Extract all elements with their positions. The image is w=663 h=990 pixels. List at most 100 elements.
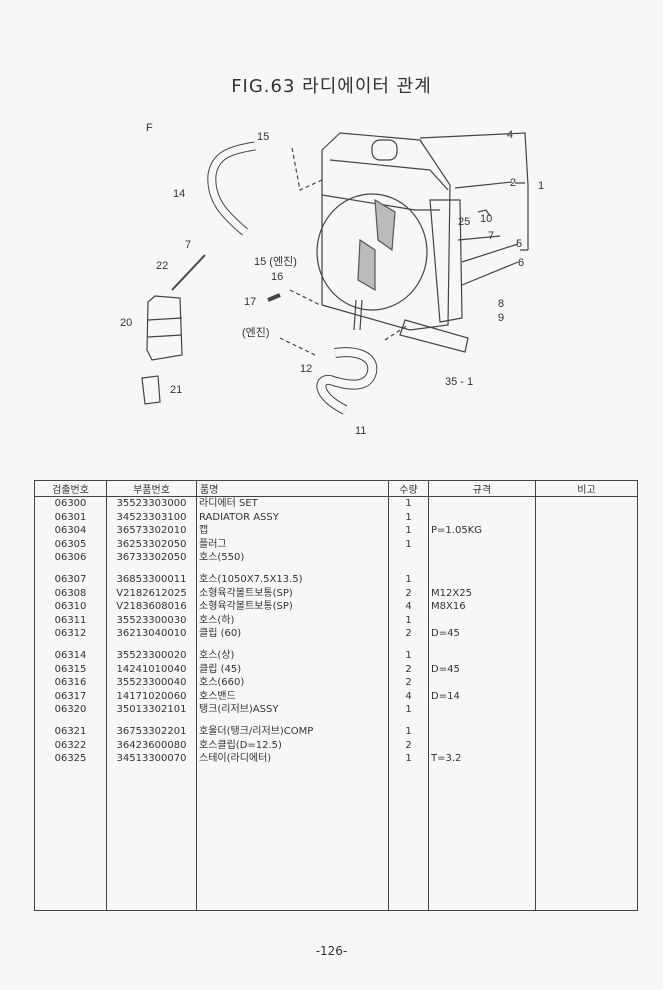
cell-qty: 1 [388,510,429,525]
cell-no: 06325 [34,752,107,766]
callout-10: 10 [480,213,492,225]
cell-spec: D=45 [428,627,536,641]
cell-spec [428,648,536,663]
callout-16: 16 [271,271,283,283]
cell-no: 06317 [34,689,107,704]
cell-name: RADIATOR ASSY [196,510,389,525]
cell-name: 소형육각볼트보통(SP) [196,600,389,614]
cell-remarks [535,703,638,717]
cell-part: 35523300040 [106,676,197,690]
header-qty: 수량 [388,480,429,497]
spacer-cell [428,564,536,573]
cell-remarks [535,524,638,538]
cell-qty: 1 [388,648,429,663]
figure-title: FIG.63 라디에이터 관계 [231,76,432,97]
cell-remarks [535,600,638,614]
cell-part: 35523300020 [106,648,197,663]
spacer-cell [196,640,389,649]
spacer-cell [535,640,638,649]
cell-no: 06305 [34,537,107,552]
cell-part: 36573302010 [106,524,197,538]
cell-name: 플러그 [196,537,389,552]
cell-remarks [535,676,638,690]
cell-part: 36853300011 [106,572,197,587]
radiator-cap-drawing [371,139,398,161]
cell-qty: 1 [388,724,429,739]
callout-22: 22 [156,260,168,272]
cell-spec: P=1.05KG [428,524,536,538]
cell-spec: T=3.2 [428,752,536,766]
cell-no: 06314 [34,648,107,663]
spacer-cell [106,564,197,573]
cell-part: 35523303000 [106,496,197,511]
spacer-cell [388,640,429,649]
cell-qty: 4 [388,600,429,614]
cell-part: 34513300070 [106,752,197,766]
spacer-cell [34,640,107,649]
cell-name: 클립 (60) [196,627,389,641]
cell-spec: D=14 [428,689,536,704]
cell-name: 라디에터 SET [196,496,389,511]
callout-8: 8 [498,298,504,310]
cell-qty: 4 [388,689,429,704]
empty-cell [535,765,638,911]
cell-part: V2182612025 [106,586,197,601]
radiator-exploded-diagram: F 15 14 7 22 20 21 15 (엔진) 16 17 (엔진) 12… [120,122,544,437]
callout-1: 1 [538,180,544,192]
cell-remarks [535,537,638,552]
group-spacer [34,716,638,725]
cell-remarks [535,510,638,525]
callout-2: 2 [510,177,516,189]
cell-name: 호스(1050X7.5X13.5) [196,572,389,587]
cell-name: 호스(하) [196,613,389,628]
cell-no: 06300 [34,496,107,511]
cell-spec: M12X25 [428,586,536,601]
cell-qty: 2 [388,627,429,641]
cell-name: 호스(상) [196,648,389,663]
cell-no: 06310 [34,600,107,614]
cell-name: 호스클립(D=12.5) [196,738,389,753]
cell-name: 캡 [196,524,389,538]
callout-12: 12 [300,363,312,375]
reserve-tank-drawing [146,295,183,361]
empty-cell [428,765,536,911]
cell-spec [428,613,536,628]
cell-name: 탱크(리저브)ASSY [196,703,389,717]
cell-qty: 2 [388,586,429,601]
page-number: -126- [315,944,348,958]
cell-remarks [535,738,638,753]
cell-spec: M8X16 [428,600,536,614]
cell-part: 36213040010 [106,627,197,641]
callout-15: 15 [257,131,269,143]
cell-no: 06316 [34,676,107,690]
cell-part: 36753302201 [106,724,197,739]
header-name: 품명 [196,480,389,497]
cell-spec [428,551,536,565]
header-spec: 규격 [428,480,536,497]
cell-no: 06315 [34,662,107,677]
cell-remarks [535,586,638,601]
callout-20: 20 [120,317,132,329]
cell-qty: 1 [388,524,429,538]
cell-no: 06304 [34,524,107,538]
cell-spec [428,676,536,690]
callout-35-1: 35 - 1 [445,376,473,388]
cell-no: 06301 [34,510,107,525]
cell-part: 36423600080 [106,738,197,753]
cell-qty: 2 [388,662,429,677]
callout-engine: (엔진) [242,326,270,339]
cell-no: 06308 [34,586,107,601]
cell-qty: 1 [388,496,429,511]
cell-remarks [535,689,638,704]
cell-spec [428,510,536,525]
